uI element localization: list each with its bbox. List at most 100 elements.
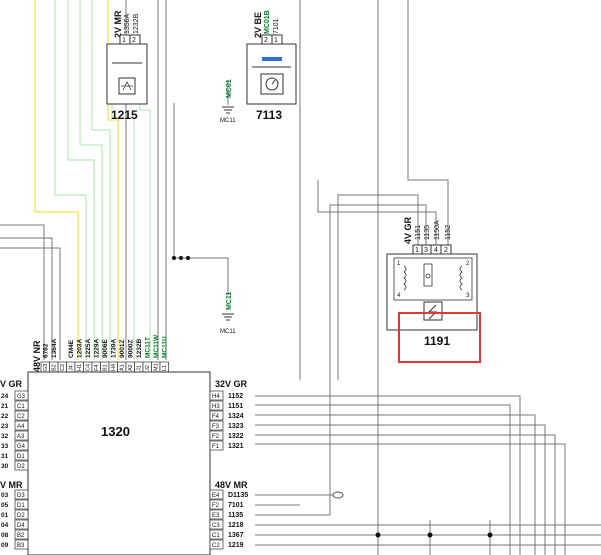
wire-label: 31	[1, 453, 9, 460]
relay-symbol	[118, 77, 136, 95]
pin-box	[14, 509, 29, 520]
pin-number: F3	[212, 424, 220, 430]
wire-out-1323	[255, 424, 546, 555]
wire-label: MC11U	[162, 336, 169, 358]
ground-label: MC11	[220, 329, 236, 335]
pin-box	[209, 440, 224, 451]
wire-out-1151	[255, 404, 511, 555]
connector-label-7113: 2V BE	[253, 12, 263, 38]
pin-number: F4	[94, 365, 100, 371]
pin-number: D3	[17, 493, 25, 499]
component-body	[106, 43, 148, 105]
pin-box	[209, 400, 224, 411]
junction-dot	[487, 532, 493, 538]
pin-number: 1	[274, 37, 278, 44]
wire-label: 6762	[43, 343, 50, 358]
wire-label: 1203A	[77, 339, 84, 358]
pin-box	[209, 420, 224, 431]
wire-label: 9000Z	[128, 340, 135, 358]
pin-box	[209, 430, 224, 441]
wire-label: 1152	[228, 393, 243, 400]
wire-green-3	[79, 0, 103, 360]
wire-label: 7101	[273, 18, 280, 34]
component-id: 1191	[424, 334, 450, 348]
pin-box	[14, 410, 29, 421]
pin-box	[209, 539, 224, 550]
pin-number: 1	[122, 37, 126, 44]
wire-label: 7101	[228, 502, 244, 509]
component-1215[interactable]: 2V MR 1356A 1232B 1 2 1215	[106, 10, 148, 122]
wire-label: 33	[1, 443, 9, 450]
wire-out-1152	[255, 395, 521, 555]
pin-number: B2	[52, 364, 58, 371]
pin-number: D1	[17, 503, 25, 509]
gauge-icon	[265, 77, 279, 91]
pin-number: H1	[77, 364, 83, 371]
wire-left-c	[0, 247, 61, 360]
wire-label: 09	[1, 542, 9, 549]
wire-label: 1322	[228, 433, 244, 440]
component-1191[interactable]: 4V GR 1151 1135 1150A 1152 1 3 4 2 1 4 2…	[386, 216, 481, 363]
switch-contact-icon	[425, 273, 431, 279]
inner-pin: 2	[466, 261, 470, 267]
wire-label: 04	[1, 522, 9, 529]
pin-number: E3	[212, 513, 220, 519]
pin-number: G3	[43, 364, 49, 371]
pin-number: M1	[154, 363, 160, 371]
highlight-box-1191[interactable]	[398, 312, 481, 363]
wire-label: 1229A	[94, 339, 101, 358]
wire-label: 30	[1, 463, 9, 470]
pin-number: C4	[86, 364, 92, 371]
pin-number: A4	[17, 424, 25, 430]
pin-box	[14, 519, 29, 530]
pin-box	[209, 529, 224, 540]
pin-number: F2	[212, 503, 220, 509]
junction-dot	[179, 256, 183, 260]
junction-dots	[172, 256, 493, 538]
pin-box	[14, 440, 29, 451]
inner-frame	[393, 257, 473, 301]
wire-label: 1356A	[124, 13, 131, 34]
pin-number: D2	[17, 464, 25, 470]
pin-number: A2	[128, 364, 134, 371]
wire-green-4	[91, 0, 111, 360]
pin-number: B2	[17, 533, 25, 539]
wire-out-1324	[255, 414, 536, 555]
pin-number: J1	[137, 365, 143, 371]
pin-number: G3	[17, 394, 26, 400]
wire-label: 1152	[445, 225, 452, 240]
wire-green-2	[67, 0, 95, 360]
heater-symbol	[423, 301, 443, 321]
connector-label-1215: 2V MR	[113, 10, 123, 38]
wire-label: MC11W	[153, 334, 160, 358]
pin-number: 4	[434, 247, 438, 254]
pin-number: L1	[162, 365, 168, 371]
pin-number: E4	[212, 493, 220, 499]
pin-number: H3	[212, 404, 220, 410]
wire-label: MC11T	[145, 337, 152, 358]
ecu-body	[27, 371, 211, 555]
pin-number: C2	[17, 414, 25, 420]
wire-label: 01	[1, 512, 9, 519]
gauge-needle	[271, 79, 276, 85]
coil-left-icon	[403, 265, 407, 291]
ground-mc11: MC11 MC11	[220, 292, 236, 335]
pin-number: H4	[111, 364, 117, 371]
pin-number: 2	[264, 37, 268, 44]
pin-box	[209, 499, 224, 510]
pin-box	[209, 390, 224, 401]
sensor-element	[262, 57, 282, 61]
wire-label: 1150A	[434, 220, 441, 240]
component-7113[interactable]: 2V BE MC01B 7101 2 1 7113	[246, 10, 297, 122]
wire-label: 1324	[228, 413, 244, 420]
pin-box	[14, 499, 29, 510]
pin-number: C1	[17, 404, 25, 410]
component-id: 7113	[256, 108, 282, 122]
wire-label: 24	[1, 393, 9, 400]
wire-out-1322	[255, 434, 556, 555]
top-connector-label-1320: 48V NR	[32, 340, 42, 372]
